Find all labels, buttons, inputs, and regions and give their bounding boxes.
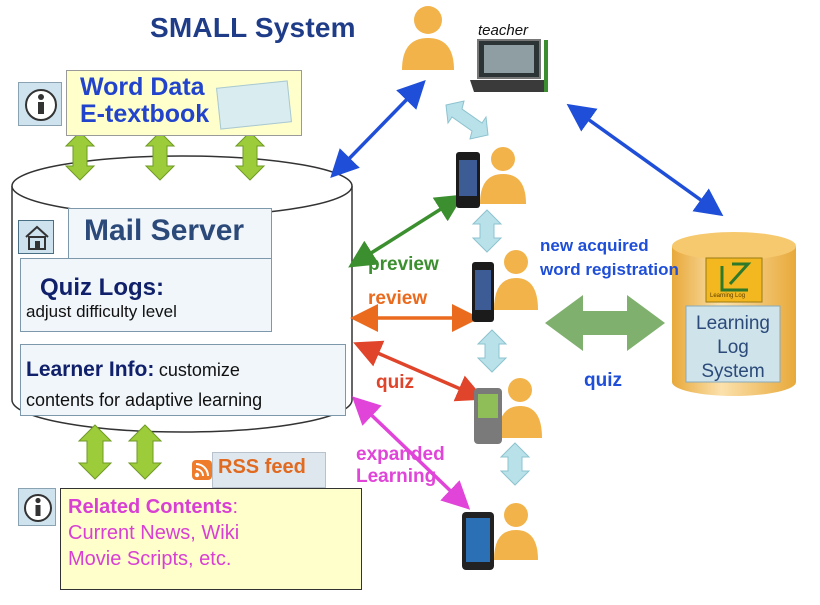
learner-info-desc1: customize [158, 360, 240, 380]
quiz-logs-title: Quiz Logs: [40, 274, 164, 301]
expanded-line1: expanded [356, 444, 445, 465]
learner-info-title: Learner Info: [26, 358, 155, 381]
rss-feed-label: RSS feed [218, 456, 306, 478]
quiz-right-label: quiz [584, 370, 622, 391]
house-icon [18, 220, 54, 254]
expanded-line2: Learning [356, 466, 437, 487]
learning-log-cylinder [672, 232, 796, 396]
related-contents-box [60, 488, 362, 590]
rss-feed-box [212, 452, 326, 488]
new-acquired-line2: word registration [540, 260, 679, 279]
learner-phone-2 [472, 250, 538, 322]
quiz-left-label: quiz [376, 372, 414, 393]
related-title: Related Contents [68, 496, 233, 518]
lls-line1: Learning [696, 313, 770, 334]
related-colon: : [232, 496, 239, 518]
mail-server-title: Mail Server [84, 214, 245, 247]
info-icon-top [18, 82, 62, 126]
lls-line3: System [701, 361, 765, 382]
lls-logo-text: Learning Log [710, 293, 746, 299]
word-data-line1: Word Data [80, 73, 205, 101]
new-acquired-line1: new acquired [540, 236, 649, 255]
word-data-text: Word Data E-textbook [80, 74, 209, 128]
quiz-logs-panel [20, 258, 272, 332]
lime-arrows-bottom [77, 424, 163, 480]
rss-icon [192, 460, 212, 480]
teacher-person-icon [402, 6, 454, 70]
learner-info-panel [20, 344, 346, 416]
learner-phone-1 [456, 147, 526, 208]
learner-phone-4 [462, 503, 538, 570]
light-blue-arrows [445, 100, 531, 486]
mail-server-panel [68, 208, 272, 260]
diagram-title: SMALL System [150, 12, 356, 43]
house-glyph [25, 225, 49, 250]
blue-arrow-teacher-server [330, 79, 426, 179]
blue-arrow-teacher-lls [566, 103, 724, 217]
book-icon [216, 80, 292, 130]
laptop-icon [470, 39, 548, 92]
learner-phone-3 [474, 378, 542, 444]
expanded-label: expanded Learning [356, 444, 445, 488]
related-line2: Current News, Wiki [68, 522, 240, 544]
quiz-logs-desc: adjust difficulty level [26, 302, 177, 321]
new-acquired-label: new acquired word registration [540, 234, 679, 282]
word-data-line2: E-textbook [80, 100, 210, 128]
preview-arrow [348, 194, 464, 268]
info-icon-bottom [18, 488, 56, 526]
review-label: review [368, 288, 428, 309]
learner-info-text: Learner Info: customize contents for ada… [26, 356, 262, 414]
expanded-arrow [351, 396, 471, 510]
quiz-arrow-left [353, 340, 485, 402]
lls-label: Learning Log System [686, 312, 780, 384]
sage-double-arrow [545, 295, 665, 351]
related-line3: Movie Scripts, etc. [68, 548, 232, 570]
rss-glyph [194, 463, 209, 478]
learner-info-desc2: contents for adaptive learning [26, 390, 263, 410]
lls-line2: Log [717, 337, 749, 358]
lime-arrows-top [64, 131, 266, 181]
info-glyph [24, 494, 52, 522]
related-contents-text: Related Contents: Current News, Wiki Mov… [68, 494, 239, 572]
info-glyph [25, 89, 57, 121]
preview-label: preview [368, 254, 439, 275]
teacher-label: teacher [478, 22, 529, 39]
